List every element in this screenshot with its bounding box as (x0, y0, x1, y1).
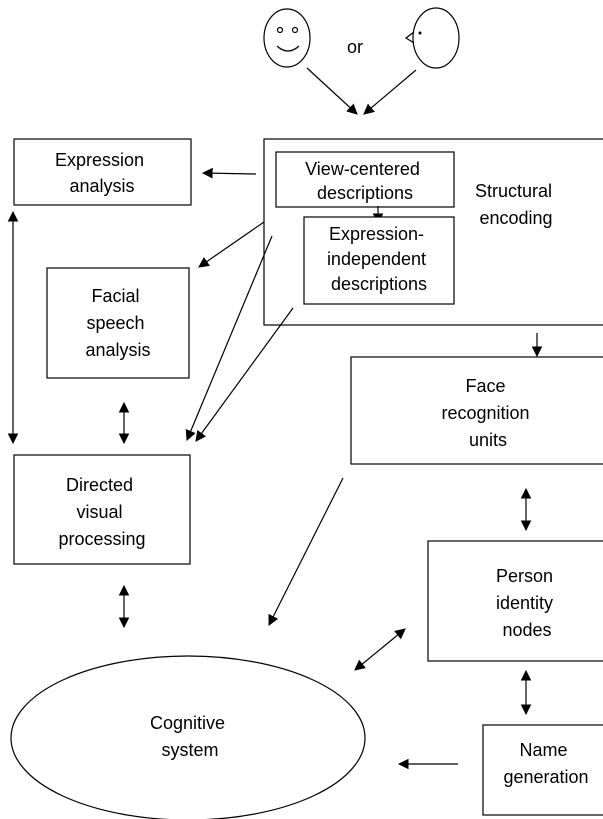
expression-independent-box (303, 216, 455, 305)
face-recognition-label: Face recognition units (441, 376, 534, 450)
view-centered-box (275, 151, 455, 208)
facial-speech-box (46, 267, 190, 379)
cognitive-system-ellipse (10, 655, 366, 819)
structural-encoding-label: Structural encoding (475, 181, 557, 228)
person-identity-label: Person identity nodes (496, 566, 558, 640)
view-centered-label: View-centered descriptions (305, 159, 425, 203)
expression-analysis-label: Expression analysis (55, 150, 149, 196)
expression-analysis-box (13, 138, 192, 206)
cognitive-system-label: Cognitive system (150, 713, 230, 760)
profile-face-icon (404, 7, 460, 69)
name-generation-label: Name generation (503, 740, 588, 787)
directed-visual-label: Directed visual processing (58, 475, 145, 549)
face-recognition-box (350, 356, 603, 465)
person-identity-box (427, 540, 603, 662)
directed-visual-box (13, 454, 191, 565)
name-generation-box (482, 724, 603, 816)
front-face-icon (263, 8, 311, 68)
or-label: or (347, 37, 363, 57)
facial-speech-label: Facial speech analysis (85, 286, 150, 360)
expression-independent-label: Expression- independent descriptions (327, 224, 431, 294)
